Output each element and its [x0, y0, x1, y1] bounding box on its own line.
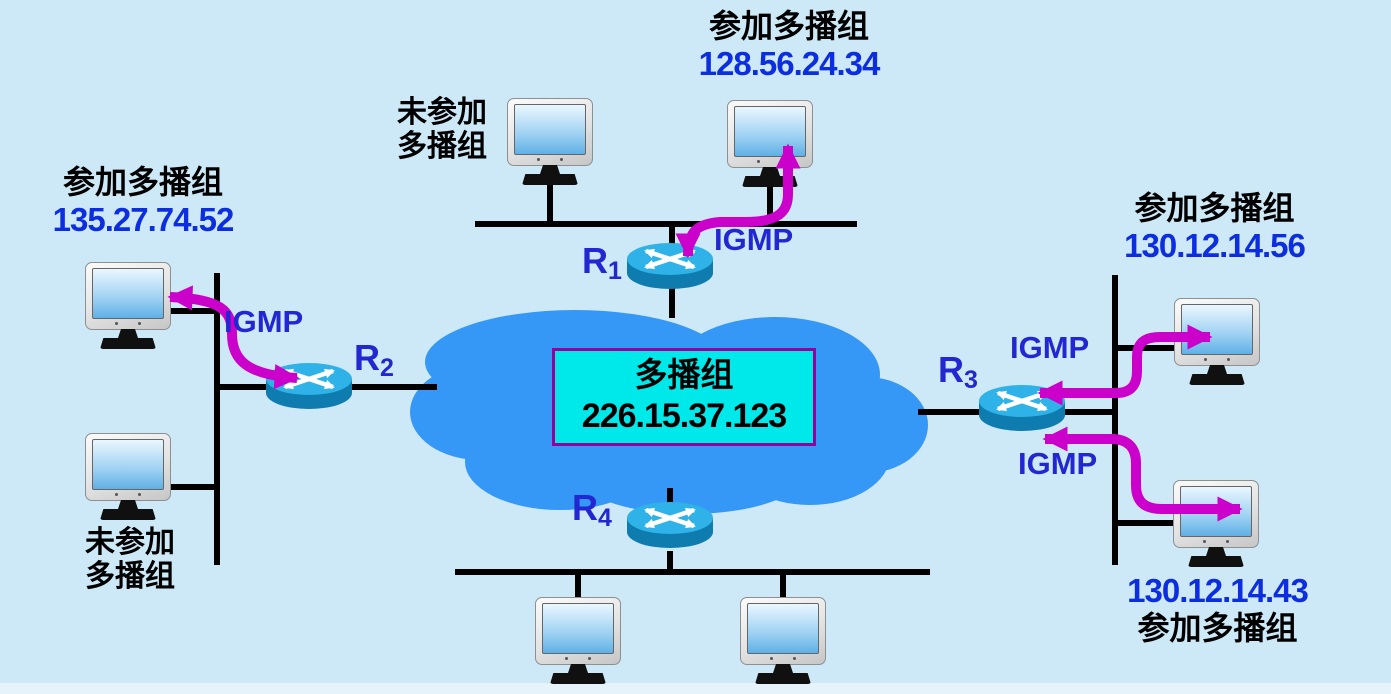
monitor-icon [1174, 298, 1260, 366]
right-top-host-ip: 130.12.14.56 [1124, 227, 1306, 264]
igmp-label-r3-bottom: IGMP [1018, 446, 1098, 481]
multicast-group-address: 226.15.37.123 [581, 397, 787, 435]
left-host-ip: 135.27.74.52 [52, 201, 235, 238]
router-r3-base: R [938, 349, 964, 390]
top-host-status: 参加多播组 [708, 8, 869, 44]
router-r1-label: R1 [582, 240, 622, 284]
host-bottom-right [740, 597, 826, 684]
right-bottom-host-ip: 130.12.14.43 [1127, 572, 1309, 609]
monitor-stand [773, 664, 793, 673]
monitor-screen [92, 268, 164, 319]
bottom-left-status-line2: 多播组 [85, 560, 175, 593]
router-r1-icon [627, 243, 713, 289]
monitor-stand [540, 165, 560, 174]
host-right-top-joined [1174, 298, 1260, 385]
top-host-ip: 128.56.24.34 [698, 45, 881, 82]
label-right-bottom-host: 130.12.14.43 参加多播组 [1095, 572, 1340, 647]
background-strip [0, 683, 1391, 694]
host-left-joined [85, 262, 171, 349]
multicast-group-box: 多播组 226.15.37.123 [552, 348, 816, 446]
monitor-stand [118, 329, 138, 338]
multicast-group-title: 多播组 [634, 356, 734, 393]
monitor-icon [740, 597, 826, 665]
monitor-stand [1207, 365, 1227, 374]
top-middle-status-line2: 多播组 [397, 130, 487, 163]
monitor-screen [514, 104, 586, 155]
monitor-base [522, 174, 578, 185]
monitor-icon [85, 262, 171, 330]
host-left-not-joined [85, 433, 171, 520]
monitor-icon [507, 98, 593, 166]
monitor-icon [535, 597, 621, 665]
router-r4-base: R [572, 487, 598, 528]
router-r2-icon [266, 363, 352, 409]
monitor-base [755, 673, 811, 684]
monitor-icon [85, 433, 171, 501]
router-r4-icon [627, 502, 713, 548]
label-left-host: 参加多播组 135.27.74.52 [18, 164, 268, 239]
monitor-screen [92, 439, 164, 490]
bottom-left-status-line1: 未参加 [85, 526, 175, 559]
router-r1-sub: 1 [608, 257, 622, 285]
monitor-base [550, 673, 606, 684]
monitor-stand [760, 167, 780, 176]
igmp-label-r2: IGMP [224, 304, 304, 339]
monitor-screen [1181, 304, 1253, 355]
top-middle-status-line1: 未参加 [397, 96, 487, 129]
label-right-top-host: 参加多播组 130.12.14.56 [1092, 190, 1337, 265]
label-bottom-left-host: 未参加 多播组 [70, 526, 190, 594]
left-host-status: 参加多播组 [62, 164, 223, 200]
router-r3-icon [979, 385, 1065, 431]
monitor-icon [1173, 480, 1259, 548]
router-r2-sub: 2 [380, 354, 394, 382]
monitor-screen [734, 106, 806, 157]
router-r1-base: R [582, 240, 608, 281]
right-bottom-host-status: 参加多播组 [1137, 610, 1298, 646]
router-r3-sub: 3 [964, 366, 978, 394]
monitor-stand [568, 664, 588, 673]
monitor-stand [1206, 547, 1226, 556]
monitor-base [742, 176, 798, 187]
host-top-joined [727, 100, 813, 187]
router-r2-base: R [354, 337, 380, 378]
host-right-bottom-joined [1173, 480, 1259, 567]
monitor-screen [1180, 486, 1252, 537]
monitor-icon [727, 100, 813, 168]
router-r3-label: R3 [938, 349, 978, 393]
router-r2-label: R2 [354, 337, 394, 381]
monitor-base [100, 509, 156, 520]
host-top-not-joined [507, 98, 593, 185]
igmp-label-r1: IGMP [714, 222, 794, 257]
monitor-screen [542, 603, 614, 654]
right-top-host-status: 参加多播组 [1134, 190, 1295, 226]
monitor-base [1188, 556, 1244, 567]
monitor-base [100, 338, 156, 349]
router-r4-label: R4 [572, 487, 612, 531]
router-r4-sub: 4 [598, 504, 612, 532]
monitor-stand [118, 500, 138, 509]
label-top-host: 参加多播组 128.56.24.34 [664, 8, 914, 83]
label-top-middle-host: 未参加 多播组 [383, 96, 501, 164]
monitor-screen [747, 603, 819, 654]
monitor-base [1189, 374, 1245, 385]
igmp-label-r3-top: IGMP [1010, 330, 1090, 365]
host-bottom-left [535, 597, 621, 684]
